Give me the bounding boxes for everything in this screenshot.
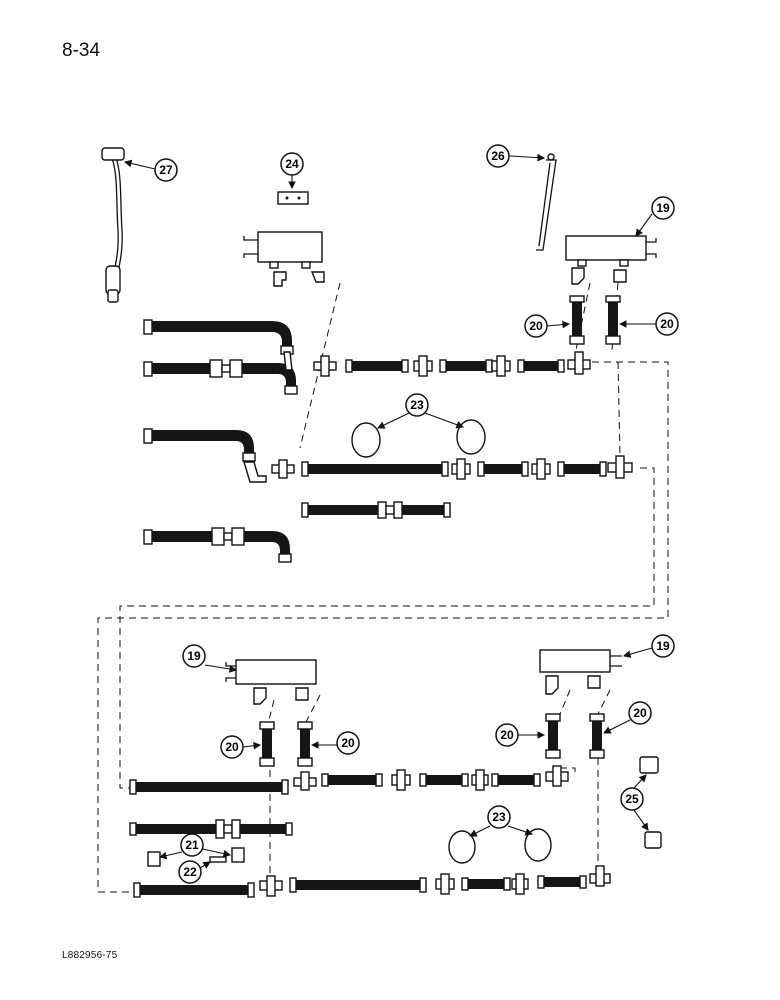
callout-20-top-left: 20 — [524, 314, 548, 338]
callout-19-bottom-right: 19 — [651, 634, 675, 658]
callout-19-bottom-left: 19 — [182, 644, 206, 668]
part-24-plate — [277, 191, 309, 205]
drawing-reference-code: L882956-75 — [62, 950, 118, 961]
middle-hose-group — [143, 428, 633, 563]
lower-hose-group — [129, 765, 611, 898]
callout-20-lower-2: 20 — [336, 731, 360, 755]
callout-23-upper: 23 — [405, 393, 429, 417]
callout-20-lower-4-label: 20 — [633, 706, 647, 720]
callout-20-lower-3-label: 20 — [500, 728, 514, 742]
callout-23-lower: 23 — [487, 805, 511, 829]
callout-24: 24 — [280, 152, 304, 176]
callout-22: 22 — [178, 860, 202, 884]
valve-block-bottom-right — [539, 649, 622, 695]
callout-20-top-right: 20 — [655, 312, 679, 336]
callout-27: 27 — [154, 158, 178, 182]
callout-20-top-right-label: 20 — [660, 317, 674, 331]
clamps-23-lower — [448, 828, 552, 864]
callout-19-bottom-left-label: 19 — [187, 649, 201, 663]
callout-21: 21 — [180, 833, 204, 857]
callout-21-label: 21 — [185, 838, 199, 852]
page-number: 8-34 — [62, 40, 101, 61]
callout-26: 26 — [486, 144, 510, 168]
callout-23-lower-label: 23 — [492, 810, 506, 824]
part-25-caps — [639, 756, 662, 849]
callout-25-label: 25 — [625, 792, 639, 806]
callout-20-top-left-label: 20 — [529, 319, 543, 333]
clamps-23-upper — [351, 419, 486, 458]
callout-19-top-label: 19 — [656, 201, 670, 215]
callout-22-label: 22 — [183, 865, 197, 879]
valve-block-top-left — [243, 231, 325, 287]
valve-block-top-right — [565, 235, 657, 285]
vertical-hoses-20 — [259, 295, 621, 767]
callout-24-label: 24 — [285, 157, 299, 171]
callout-19-top: 19 — [651, 196, 675, 220]
callout-23-upper-label: 23 — [410, 398, 424, 412]
callout-20-lower-1-label: 20 — [225, 740, 239, 754]
callout-27-label: 27 — [159, 163, 173, 177]
callout-leaders — [123, 153, 656, 869]
valve-block-bottom-left — [225, 659, 317, 705]
part-27-wiring-harness — [101, 147, 125, 303]
upper-hose-group — [143, 319, 591, 395]
callout-20-lower-4: 20 — [628, 701, 652, 725]
callout-26-label: 26 — [491, 149, 505, 163]
callout-25: 25 — [620, 787, 644, 811]
callout-19-bottom-right-label: 19 — [656, 639, 670, 653]
callout-20-lower-3: 20 — [495, 723, 519, 747]
callout-20-lower-1: 20 — [220, 735, 244, 759]
callout-20-lower-2-label: 20 — [341, 736, 355, 750]
part-26-rod-bracket — [536, 153, 557, 251]
